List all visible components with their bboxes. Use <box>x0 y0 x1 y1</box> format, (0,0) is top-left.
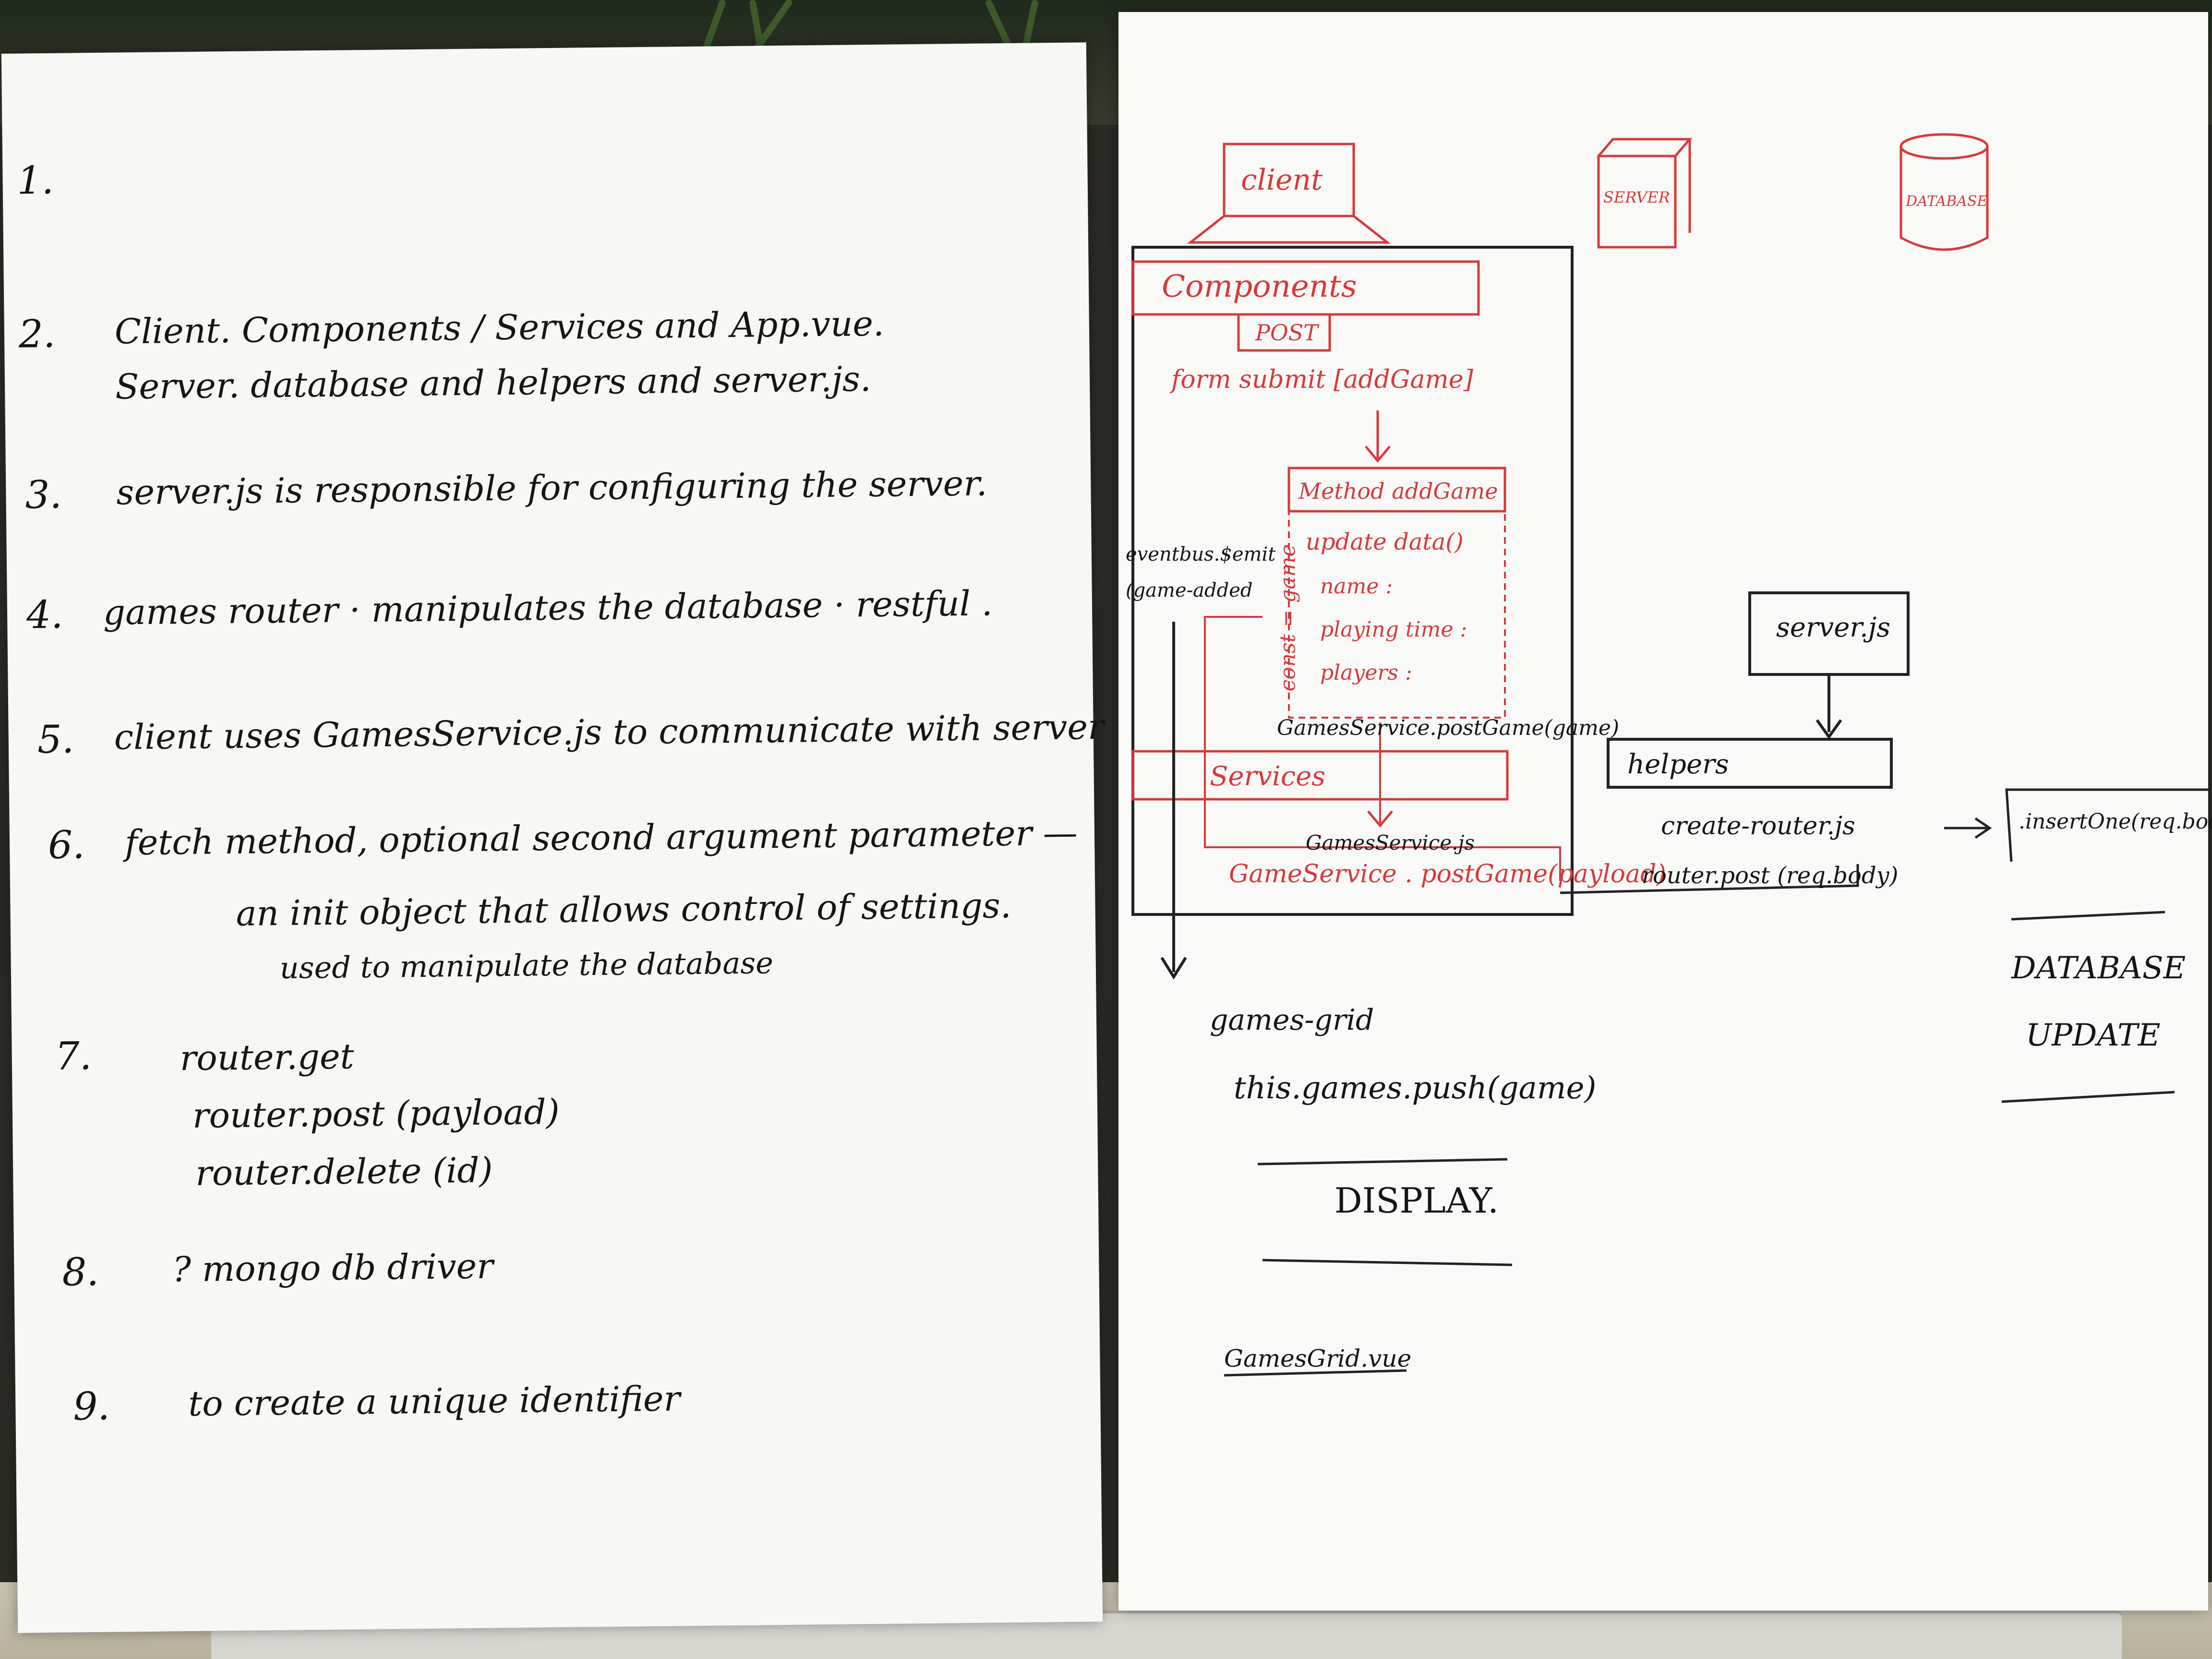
note-line: fetch method, optional second argument p… <box>124 812 1078 863</box>
underline <box>1257 1158 1508 1166</box>
item-number: 6. <box>48 822 85 867</box>
update-data-label: update data() <box>1306 529 1464 555</box>
server-js-label: server.js <box>1776 612 1890 643</box>
note-line: router.get <box>180 1036 354 1079</box>
item-number: 4. <box>26 592 63 637</box>
client-container <box>1131 246 1574 916</box>
router-post-label: router.post (req.body) <box>1642 862 1899 889</box>
underline <box>2001 1091 2175 1103</box>
note-line: Client. Components / Services and App.vu… <box>114 303 885 352</box>
database-update-label: UPDATE <box>2026 1018 2161 1053</box>
helpers-label: helpers <box>1627 749 1729 780</box>
push-label: this.games.push(game) <box>1234 1070 1597 1106</box>
note-line: an init object that allows control of se… <box>236 885 1012 934</box>
post-game-call-label: GamesService.postGame(game) <box>1277 716 1620 740</box>
post-label: POST <box>1255 320 1318 346</box>
database-body <box>1899 146 1989 251</box>
server-label: SERVER <box>1603 188 1670 206</box>
note-line: router.delete (id) <box>195 1150 493 1193</box>
note-line: client uses GamesService.js to communica… <box>114 706 1105 757</box>
left-notes-page: 1. 2. Client. Components / Services and … <box>1 42 1105 1633</box>
item-number: 1. <box>17 157 54 203</box>
item-number: 2. <box>18 311 56 357</box>
method-body <box>1288 510 1506 719</box>
event-bus-label: eventbus.$emit <box>1126 543 1276 565</box>
field-label: name : <box>1320 574 1393 599</box>
insert-one-label: .insertOne(req.body) <box>2019 809 2212 834</box>
client-label: client <box>1241 163 1323 197</box>
display-label: DISPLAY. <box>1334 1180 1499 1221</box>
note-line: server.js is responsible for configuring… <box>116 463 987 513</box>
strikethrough <box>1224 1369 1407 1377</box>
games-service-call-label: GameService . postGame(payload) <box>1229 860 1666 889</box>
note-line: used to manipulate the database <box>279 945 774 986</box>
client-stand <box>1187 215 1391 244</box>
server-cube <box>1597 155 1677 249</box>
note-line: router.post (payload) <box>192 1091 560 1136</box>
field-label: players : <box>1320 661 1412 685</box>
method-label: Method addGame <box>1298 478 1498 504</box>
right-diagram-page: client SERVER DATABASE Components POST f… <box>1118 12 2212 1611</box>
note-line: games router · manipulates the database … <box>103 583 993 633</box>
item-number: 7. <box>55 1034 92 1079</box>
item-number: 5. <box>37 717 74 762</box>
item-number: 9. <box>72 1383 110 1429</box>
underline <box>1262 1259 1513 1266</box>
arrow-head <box>1160 957 1187 980</box>
item-number: 3. <box>24 472 62 517</box>
router-connector <box>1560 864 1859 894</box>
arrow-head <box>1815 719 1842 740</box>
item-number: 8. <box>61 1249 99 1295</box>
helpers-box <box>1607 738 1893 789</box>
field-label: playing time : <box>1320 617 1467 642</box>
post-box <box>1237 313 1331 352</box>
diagram-drawing <box>1131 133 2208 1377</box>
server-cube-top <box>1598 138 1693 157</box>
event-bus-loop <box>1204 616 1561 881</box>
games-grid-label: games-grid <box>1210 1003 1374 1037</box>
database-update-label: DATABASE <box>2011 950 2186 986</box>
note-line: Server. database and helpers and server.… <box>115 358 872 407</box>
arrow-head <box>1365 445 1391 463</box>
client-box <box>1223 143 1355 217</box>
form-submit-label: form submit [addGame] <box>1171 365 1473 394</box>
database-label: DATABASE <box>1906 193 1988 210</box>
insert-one-box <box>2005 788 2208 862</box>
note-line: to create a unique identifier <box>188 1378 681 1424</box>
components-label: Components <box>1162 269 1357 304</box>
game-added-label: (game-added <box>1126 579 1253 601</box>
arrow-head <box>1367 810 1393 828</box>
database-top <box>1899 133 1989 160</box>
services-label: Services <box>1210 761 1326 792</box>
arrow-head <box>1974 817 1992 839</box>
services-bar <box>1131 750 1509 801</box>
note-line: ? mongo db driver <box>172 1246 493 1290</box>
create-router-label: create-router.js <box>1661 812 1855 841</box>
const-game-label: const = game <box>1275 544 1300 692</box>
games-service-file-label: GamesService.js <box>1306 831 1475 854</box>
underline <box>2011 911 2165 921</box>
games-grid-vue-label: GamesGrid.vue <box>1224 1345 1412 1372</box>
